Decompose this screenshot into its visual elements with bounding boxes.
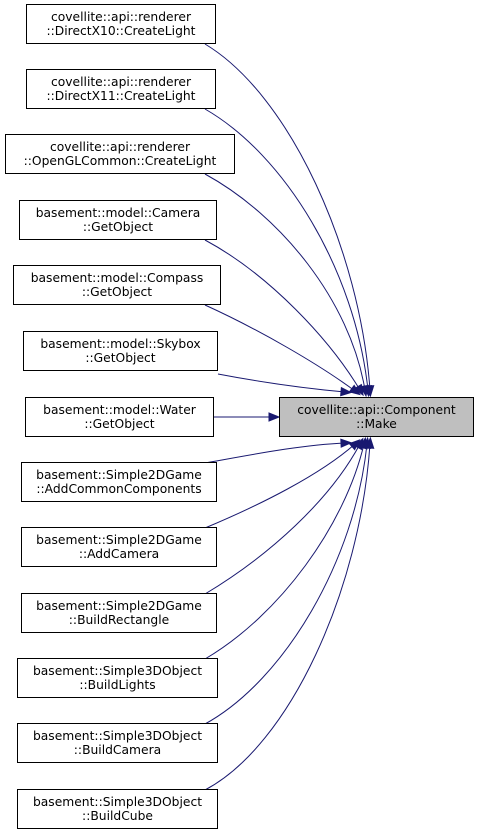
call-edge <box>204 173 366 391</box>
caller-node-line1: basement::Simple2DGame <box>36 599 202 613</box>
caller-node-line2: ::GetObject <box>81 285 153 299</box>
call-edge <box>204 443 365 660</box>
target-node[interactable]: covellite::api::Component ::Make <box>279 397 474 437</box>
caller-node-line2: ::OpenGLCommon::CreateLight <box>23 154 217 168</box>
caller-node-line1: basement::Simple2DGame <box>36 533 202 547</box>
caller-node-line1: basement::Simple3DObject <box>32 729 203 743</box>
arrowhead-icon <box>340 438 353 448</box>
caller-node-line1: basement::model::Skybox <box>40 337 201 351</box>
arrowhead-icon <box>364 436 375 449</box>
caller-node-line2: ::GetObject <box>82 220 154 234</box>
caller-node-line2: ::GetObject <box>84 417 155 431</box>
caller-node-line1: covellite::api::renderer <box>50 75 191 89</box>
arrowhead-icon <box>353 383 364 397</box>
call-edge <box>204 304 356 392</box>
call-edge <box>204 442 346 464</box>
caller-node-compass-getobject[interactable]: basement::model::Compass ::GetObject <box>13 265 221 305</box>
caller-node-line2: ::BuildCamera <box>73 743 162 757</box>
call-edge <box>204 443 356 529</box>
caller-node-line1: covellite::api::renderer <box>49 140 190 154</box>
arrowhead-icon <box>268 412 281 422</box>
caller-node-line2: ::AddCommonComponents <box>36 482 202 496</box>
call-edge <box>204 443 361 595</box>
caller-node-line1: basement::Simple2DGame <box>36 468 202 482</box>
call-edge <box>204 108 369 391</box>
caller-node-buildlights[interactable]: basement::Simple3DObject ::BuildLights <box>17 658 218 698</box>
caller-node-line2: ::DirectX11::CreateLight <box>46 89 196 103</box>
caller-node-addcommoncomponents[interactable]: basement::Simple2DGame ::AddCommonCompon… <box>21 462 217 502</box>
caller-node-buildcube[interactable]: basement::Simple3DObject ::BuildCube <box>17 789 218 829</box>
caller-node-buildrectangle[interactable]: basement::Simple2DGame ::BuildRectangle <box>21 593 217 633</box>
caller-node-line2: ::DirectX10::CreateLight <box>46 24 196 38</box>
caller-node-directx11-createlight[interactable]: covellite::api::renderer ::DirectX11::Cr… <box>26 69 216 109</box>
caller-node-buildcamera[interactable]: basement::Simple3DObject ::BuildCamera <box>17 723 218 763</box>
caller-node-camera-getobject[interactable]: basement::model::Camera ::GetObject <box>19 200 217 240</box>
caller-node-skybox-getobject[interactable]: basement::model::Skybox ::GetObject <box>23 331 218 371</box>
caller-node-line2: ::BuildCube <box>82 809 153 823</box>
arrowhead-icon <box>348 384 361 396</box>
caller-node-line1: basement::Simple3DObject <box>32 795 203 809</box>
caller-node-line1: basement::Simple3DObject <box>32 664 203 678</box>
caller-node-line1: basement::model::Water <box>43 403 196 417</box>
arrowhead-icon <box>340 386 353 397</box>
call-edge <box>217 373 346 393</box>
caller-node-water-getobject[interactable]: basement::model::Water ::GetObject <box>25 397 214 437</box>
call-edge <box>204 443 371 791</box>
caller-node-line2: ::GetObject <box>85 351 156 365</box>
call-edge <box>204 443 368 725</box>
caller-node-directx10-createlight[interactable]: covellite::api::renderer ::DirectX10::Cr… <box>26 4 216 44</box>
caller-node-line1: basement::model::Camera <box>35 206 201 220</box>
call-edge <box>204 239 361 391</box>
caller-node-line2: ::BuildRectangle <box>68 613 170 627</box>
caller-node-openglcommon-createlight[interactable]: covellite::api::renderer ::OpenGLCommon:… <box>5 134 235 174</box>
caller-node-addcamera[interactable]: basement::Simple2DGame ::AddCamera <box>21 527 217 567</box>
caller-node-line1: basement::model::Compass <box>30 271 204 285</box>
call-edge <box>204 43 371 391</box>
target-node-line2: ::Make <box>356 417 397 431</box>
caller-node-line2: ::AddCamera <box>78 547 160 561</box>
caller-node-line1: covellite::api::renderer <box>50 10 191 24</box>
edge-layer <box>204 43 375 791</box>
caller-node-line2: ::BuildLights <box>79 678 156 692</box>
target-node-line1: covellite::api::Component <box>297 403 456 417</box>
